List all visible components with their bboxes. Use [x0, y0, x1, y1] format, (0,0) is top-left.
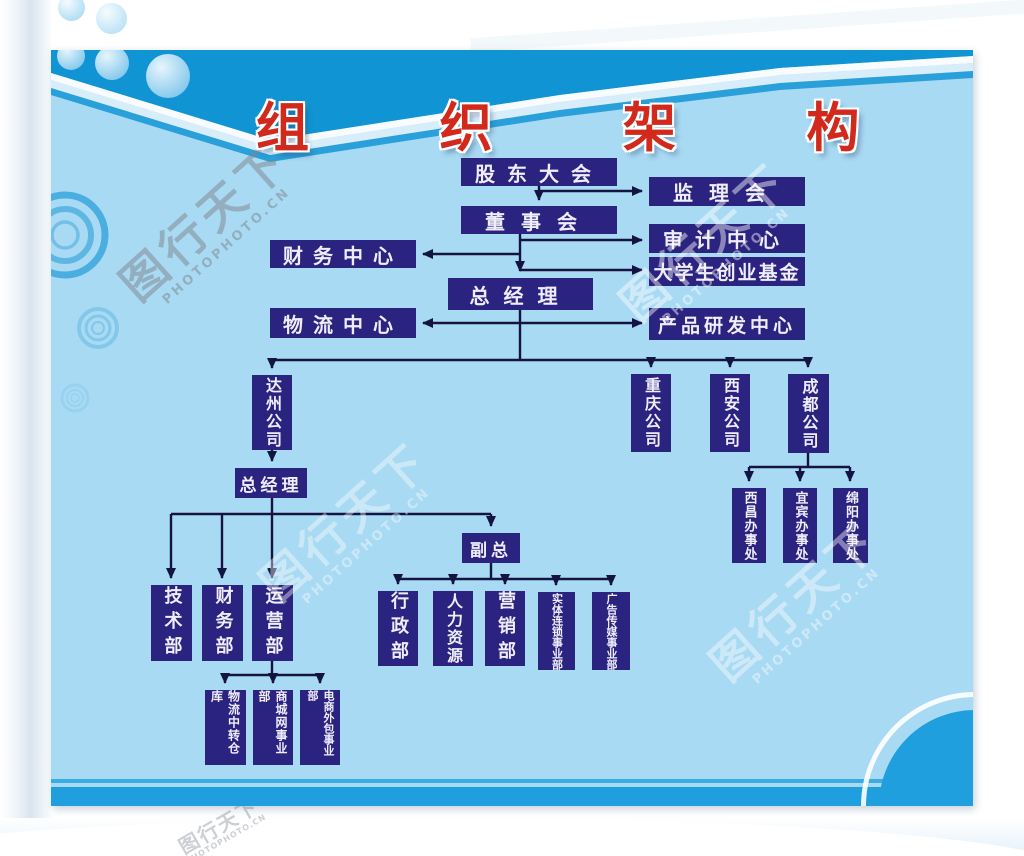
page-top-diagonal-stripe — [470, 0, 1024, 53]
bubble-icon — [146, 54, 190, 98]
node-xichang: 西昌办事处 — [732, 488, 766, 563]
node-xian: 西安公司 — [710, 374, 750, 452]
node-tech: 技术部 — [151, 585, 192, 661]
bubble-icon — [58, 0, 85, 21]
rings-decoration — [51, 191, 119, 413]
node-yibin: 宜宾办事处 — [783, 488, 817, 563]
connector-lines — [166, 186, 855, 684]
poster: 组 织 架 构 图 — [51, 50, 973, 806]
node-ecommerce: 电商外包事业部 — [300, 690, 340, 765]
page-left-edge-gradient — [0, 0, 51, 856]
bubble-icon — [95, 50, 129, 80]
node-finance-center: 财务中心 — [270, 240, 416, 268]
node-chongqing: 重庆公司 — [631, 374, 671, 452]
footer-accent-line — [51, 779, 973, 783]
node-ad-media: 广告传媒事业部 — [592, 592, 630, 670]
node-board: 董事会 — [461, 206, 617, 234]
header-band — [51, 50, 973, 162]
page-title: 组 织 架 构 图 — [256, 97, 973, 159]
node-admin: 行政部 — [378, 591, 418, 666]
node-supervisory: 监理会 — [649, 177, 805, 206]
node-fund: 大学生创业基金 — [649, 257, 805, 286]
footer-band — [51, 787, 973, 806]
node-rnd: 产品研发中心 — [649, 308, 805, 340]
node-deputy-gm: 副总 — [462, 533, 520, 563]
node-marketing: 营销部 — [485, 591, 525, 666]
node-audit: 审计中心 — [649, 224, 805, 253]
node-mianyang: 绵阳办事处 — [833, 488, 868, 563]
node-logistics-center: 物流中心 — [270, 308, 416, 338]
bubble-icon — [57, 50, 85, 70]
node-retail-chain: 实体连锁事业部 — [538, 592, 575, 670]
node-shareholders: 股东大会 — [461, 158, 617, 186]
node-mall-site: 商城网事业部 — [253, 690, 293, 765]
node-warehouse: 物流中转仓库 — [205, 690, 246, 765]
node-dazhou-gm: 总经理 — [235, 468, 307, 498]
bubble-icon — [96, 3, 127, 34]
node-finance-dept: 财务部 — [202, 585, 243, 661]
node-operations: 运营部 — [252, 585, 293, 661]
node-hr: 人力资源 — [433, 591, 473, 666]
node-chengdu: 成都公司 — [788, 374, 829, 453]
node-dazhou: 达州公司 — [252, 375, 292, 450]
node-gm: 总经理 — [448, 278, 593, 310]
